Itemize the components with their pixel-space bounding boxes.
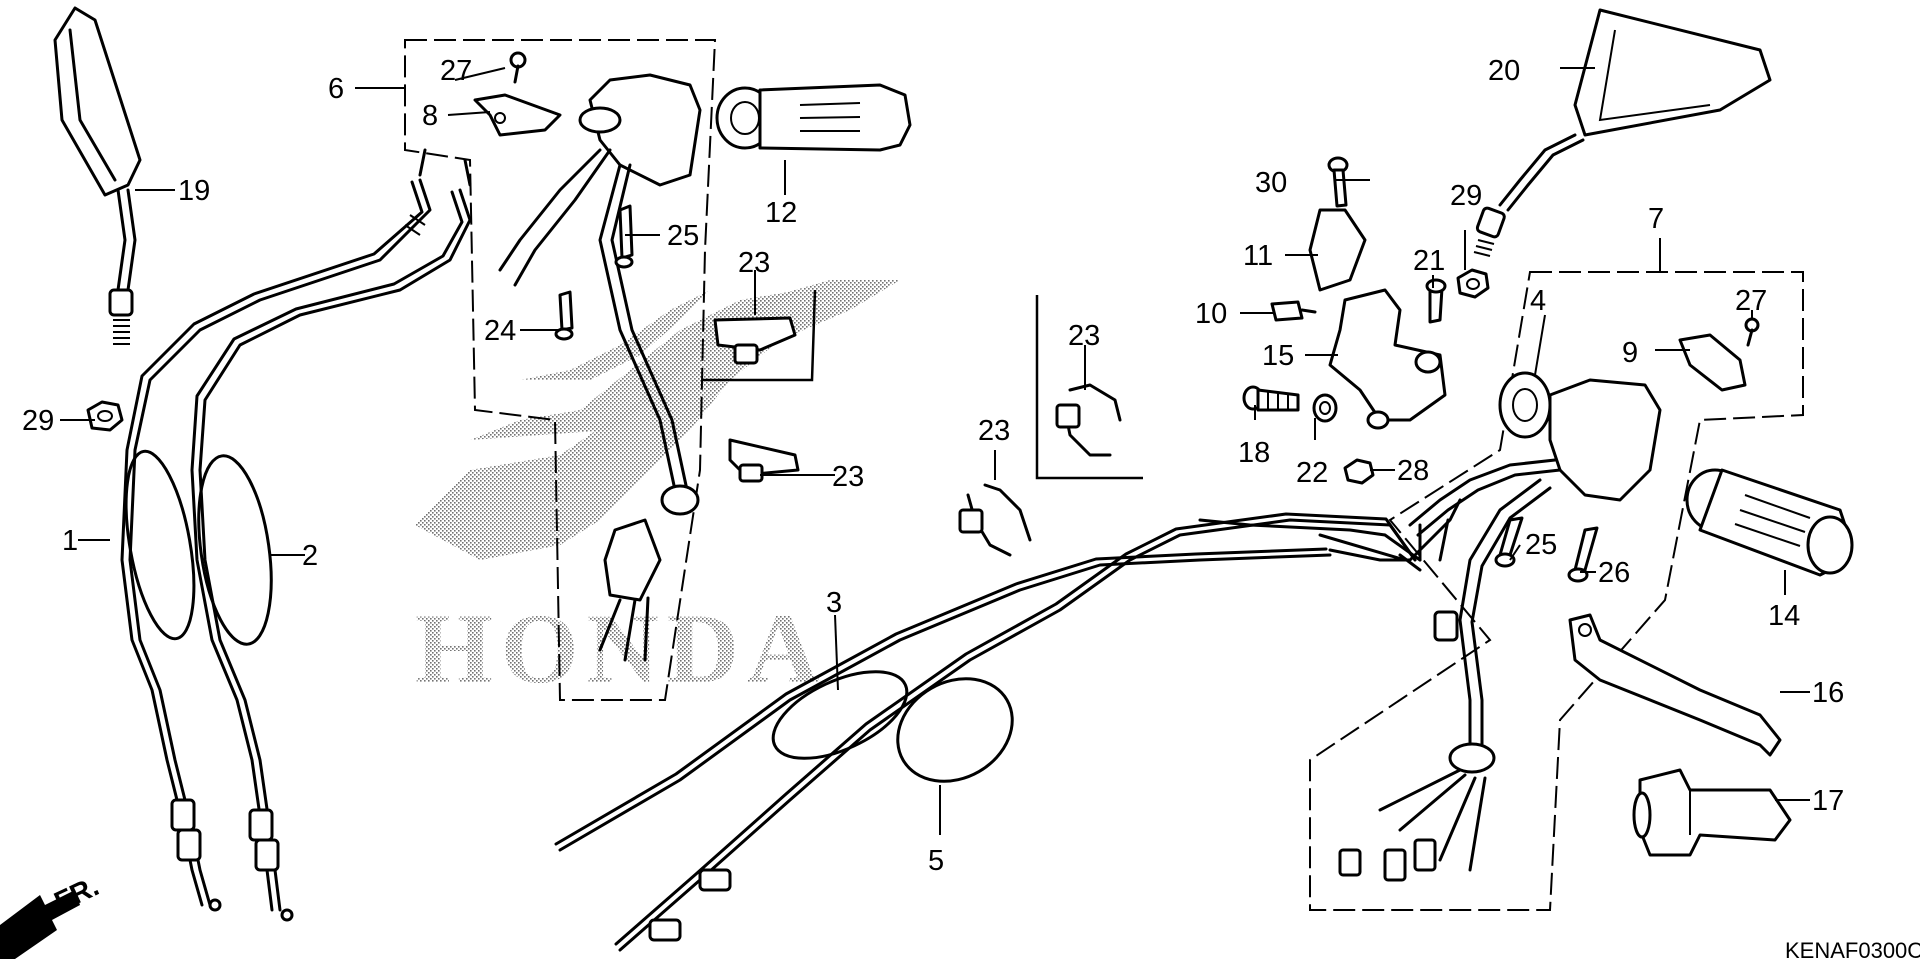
callout-10[interactable]: 10 xyxy=(1195,298,1227,330)
callout-20[interactable]: 20 xyxy=(1488,55,1520,87)
callout-26[interactable]: 26 xyxy=(1598,557,1630,589)
grip-right-part-14[interactable] xyxy=(1685,468,1854,577)
mirror-left-part-19[interactable] xyxy=(53,6,142,345)
lever-part-16[interactable] xyxy=(1568,613,1782,757)
screw-part-24[interactable] xyxy=(554,290,574,341)
cable-clamp-part-23-a[interactable] xyxy=(713,316,797,365)
bracket-part-9[interactable] xyxy=(1678,333,1747,392)
callout-labels: 19 29 1 2 6 27 8 12 25 24 23 23 23 23 3 … xyxy=(22,55,1844,877)
callout-8[interactable]: 8 xyxy=(422,100,438,132)
screw-left-part-27[interactable] xyxy=(509,51,527,84)
diagram-code: KENAF0300C xyxy=(1785,938,1920,959)
callout-23-c[interactable]: 23 xyxy=(978,415,1010,447)
leader-lines xyxy=(60,67,1810,835)
cable-clamp-part-23-d[interactable] xyxy=(1055,383,1122,457)
cable-part-5[interactable] xyxy=(614,512,1459,952)
switch-pin-part-10[interactable] xyxy=(1270,300,1317,322)
callout-2[interactable]: 2 xyxy=(302,540,318,572)
bracket-part-8[interactable] xyxy=(473,93,562,137)
callout-24[interactable]: 24 xyxy=(484,315,516,347)
switch-housing-left[interactable] xyxy=(498,73,702,662)
callout-15[interactable]: 15 xyxy=(1262,340,1294,372)
callout-29-right[interactable]: 29 xyxy=(1450,180,1482,212)
callout-25-right[interactable]: 25 xyxy=(1525,529,1557,561)
callout-9[interactable]: 9 xyxy=(1622,337,1638,369)
bracket-part-11[interactable] xyxy=(1308,208,1367,292)
callout-23-d[interactable]: 23 xyxy=(1068,320,1100,352)
callout-21[interactable]: 21 xyxy=(1413,245,1445,277)
callout-27-left[interactable]: 27 xyxy=(440,55,472,87)
screw-part-21[interactable] xyxy=(1425,278,1447,324)
callout-12[interactable]: 12 xyxy=(765,197,797,229)
callout-14[interactable]: 14 xyxy=(1768,600,1800,632)
screw-part-26[interactable] xyxy=(1567,526,1599,583)
callout-28[interactable]: 28 xyxy=(1397,455,1429,487)
callout-18[interactable]: 18 xyxy=(1238,437,1270,469)
callout-23-b[interactable]: 23 xyxy=(832,461,864,493)
nut-left-part-29[interactable] xyxy=(86,400,124,432)
bolt-part-18[interactable] xyxy=(1242,385,1300,412)
cable-clamp-part-23-b[interactable] xyxy=(728,438,800,483)
clamp-frame-right xyxy=(1035,295,1143,480)
throttle-cable-part-1[interactable] xyxy=(114,178,432,907)
callout-7[interactable]: 7 xyxy=(1648,203,1664,235)
lever-bracket-part-15[interactable] xyxy=(1328,288,1447,430)
nut-right-part-29[interactable] xyxy=(1456,268,1490,299)
bolt-part-30[interactable] xyxy=(1327,156,1349,208)
group-frame-part-7 xyxy=(1309,271,1804,911)
callout-5[interactable]: 5 xyxy=(928,845,944,877)
callout-4[interactable]: 4 xyxy=(1530,285,1546,317)
callout-22[interactable]: 22 xyxy=(1296,457,1328,489)
callout-25-left[interactable]: 25 xyxy=(667,220,699,252)
group-frame-part-6 xyxy=(404,39,717,701)
front-direction-arrow-icon: FR. xyxy=(0,870,103,959)
callout-30[interactable]: 30 xyxy=(1255,167,1287,199)
callout-6[interactable]: 6 xyxy=(328,73,344,105)
callout-23-a[interactable]: 23 xyxy=(738,247,770,279)
screw-left-part-25[interactable] xyxy=(614,204,634,269)
callout-1[interactable]: 1 xyxy=(62,525,78,557)
callout-27-right[interactable]: 27 xyxy=(1735,285,1767,317)
nut-part-28[interactable] xyxy=(1343,458,1375,485)
callout-17[interactable]: 17 xyxy=(1812,785,1844,817)
callout-19[interactable]: 19 xyxy=(178,175,210,207)
screw-right-part-25[interactable] xyxy=(1494,516,1524,568)
switch-part-17[interactable] xyxy=(1632,768,1792,857)
callout-29-left[interactable]: 29 xyxy=(22,405,54,437)
watermark-text: HONDA xyxy=(415,593,827,704)
cable-clamp-part-23-c[interactable] xyxy=(958,483,1032,557)
callout-11[interactable]: 11 xyxy=(1243,240,1273,272)
clamp-frame-upper xyxy=(702,289,817,382)
screw-right-part-27[interactable] xyxy=(1744,317,1760,347)
washer-part-22[interactable] xyxy=(1312,393,1338,423)
switch-housing-right-part-4[interactable] xyxy=(1338,371,1662,882)
mirror-right-part-20[interactable] xyxy=(1473,8,1772,257)
callout-16[interactable]: 16 xyxy=(1812,677,1844,709)
throttle-cable-part-2[interactable] xyxy=(188,148,472,922)
grip-left-part-12[interactable] xyxy=(715,83,912,152)
callout-3[interactable]: 3 xyxy=(826,587,842,619)
